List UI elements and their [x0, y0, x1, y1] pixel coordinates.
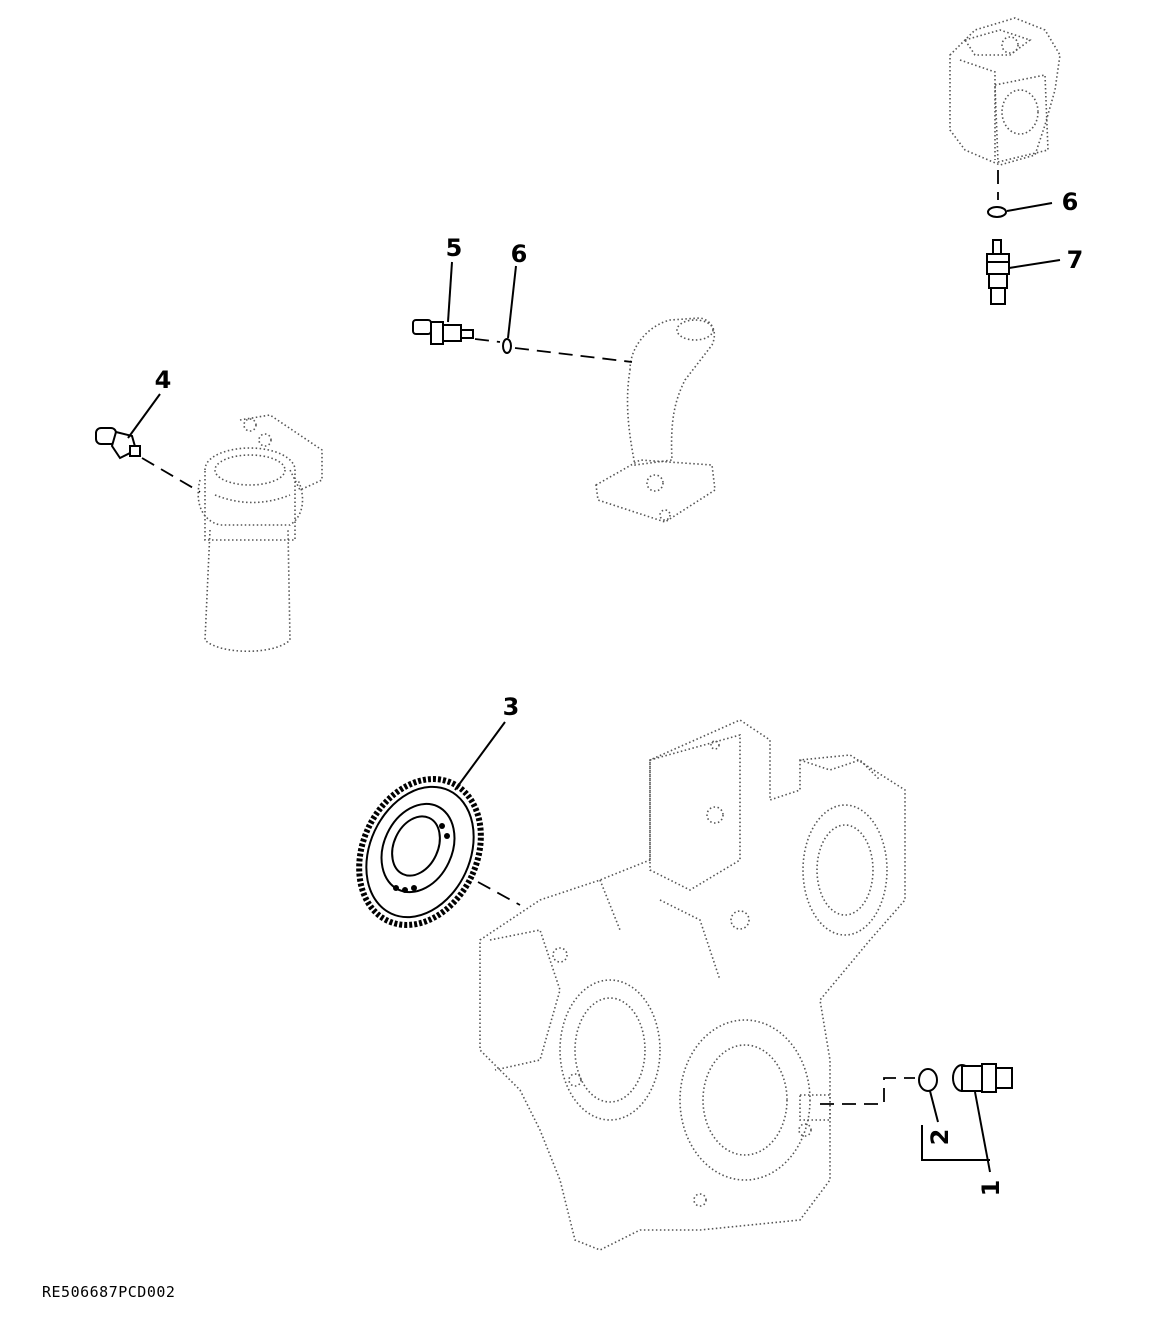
assembly-line-3	[477, 881, 521, 906]
timing-gear-cover-ghost	[479, 719, 906, 1251]
o-ring-6-top	[987, 206, 1007, 218]
speed-sensor-1	[952, 1063, 1013, 1093]
leader-2	[929, 1090, 939, 1123]
callout-2: 2	[926, 1129, 954, 1146]
leader-3	[454, 721, 506, 791]
callout-5: 5	[446, 234, 463, 262]
callout-6-middle: 6	[511, 240, 528, 268]
callout-4: 4	[155, 366, 172, 394]
sensor-housing-ghost	[949, 17, 1061, 166]
timing-ring-gear-3	[356, 776, 484, 928]
assembly-line-1	[820, 1077, 915, 1105]
leader-6-mid	[507, 265, 517, 339]
callout-7: 7	[1067, 246, 1084, 274]
leader-7	[1008, 259, 1061, 269]
oil-pressure-switch-4	[95, 427, 141, 460]
leader-4	[127, 393, 161, 439]
o-ring-6-mid	[502, 338, 512, 354]
reference-code: RE506687PCD002	[42, 1283, 175, 1301]
leader-5	[447, 261, 453, 323]
callout-1: 1	[977, 1180, 1005, 1197]
assembly-line-4	[141, 457, 201, 493]
callout-3: 3	[503, 693, 520, 721]
temperature-sensor-7	[986, 239, 1010, 305]
pressure-sensor-5	[412, 319, 474, 345]
coolant-elbow-ghost	[595, 317, 716, 523]
bracket-1-2	[921, 1125, 990, 1161]
assembly-line-5	[474, 338, 633, 363]
callout-6-top: 6	[1062, 188, 1079, 216]
leader-6-top	[1006, 202, 1053, 212]
oil-filter-ghost	[197, 414, 323, 653]
leader-1	[974, 1091, 991, 1173]
o-ring-2	[918, 1068, 938, 1092]
